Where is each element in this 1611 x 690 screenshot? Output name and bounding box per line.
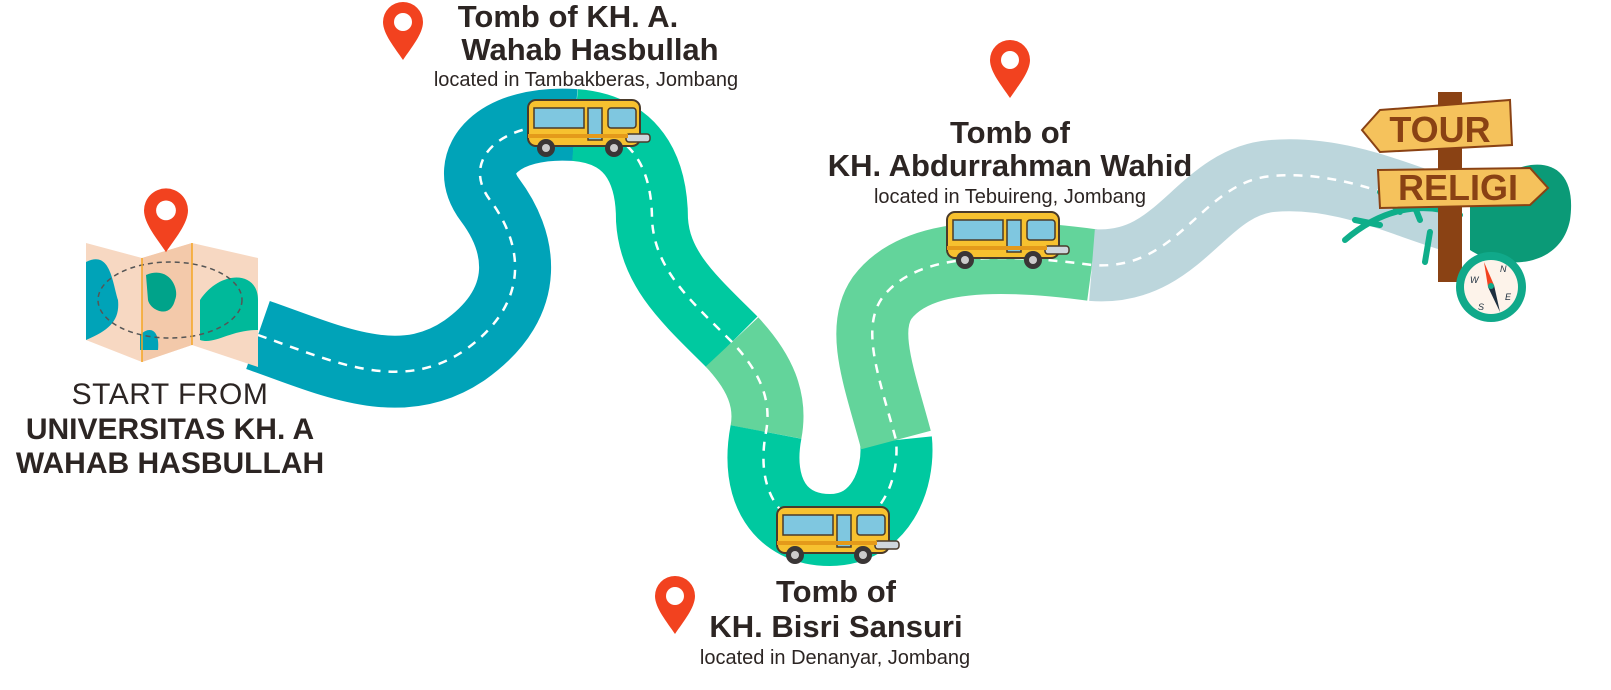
start-place-line1: UNIVERSITAS KH. A <box>25 413 315 446</box>
stop-2-location: located in Denanyar, Jombang <box>699 647 971 669</box>
road-segment-3 <box>705 317 804 439</box>
location-pin-icon <box>990 40 1030 98</box>
road-segment-5 <box>836 221 1097 450</box>
stop-3-title-line1: Tomb of <box>950 115 1070 150</box>
stop-3-location: located in Tebuireng, Jombang <box>873 186 1147 208</box>
svg-text:E: E <box>1505 292 1512 302</box>
signpost-icon: TOUR RELIGI <box>1342 92 1572 282</box>
signpost-tour-text: TOUR <box>1389 109 1490 150</box>
svg-text:S: S <box>1478 302 1484 312</box>
start-place-line2: WAHAB HASBULLAH <box>15 447 325 480</box>
stop-2-title-line2: KH. Bisri Sansuri <box>709 609 963 644</box>
svg-text:W: W <box>1470 275 1480 285</box>
signpost-religi-text: RELIGI <box>1398 167 1518 208</box>
start-label: START FROM <box>71 378 269 411</box>
svg-text:N: N <box>1500 264 1507 274</box>
location-pin-icon <box>655 576 695 634</box>
stop-2-title-line1: Tomb of <box>776 574 896 609</box>
road <box>246 88 1461 567</box>
stop-1-location: located in Tambakberas, Jombang <box>433 69 739 91</box>
stop-3-title-line2: KH. Abdurrahman Wahid <box>827 148 1193 183</box>
compass-icon: N E S W <box>1456 252 1526 322</box>
map-icon <box>86 188 258 367</box>
road-segment-1 <box>246 88 578 408</box>
stop-1-title-line2: Wahab Hasbullah <box>461 32 719 67</box>
location-pin-icon <box>383 2 423 60</box>
stop-1-title-line1: Tomb of KH. A. <box>457 0 679 34</box>
